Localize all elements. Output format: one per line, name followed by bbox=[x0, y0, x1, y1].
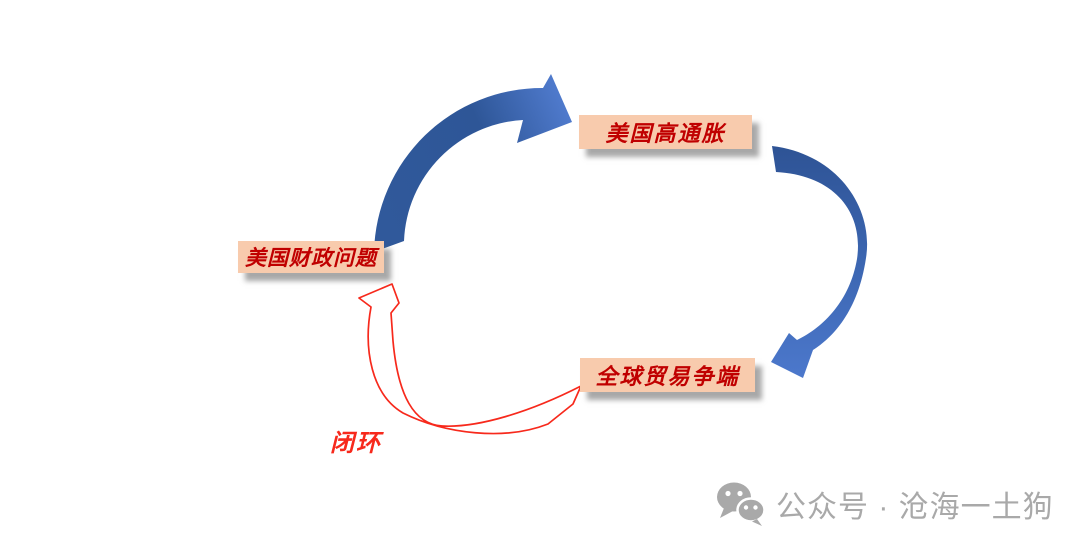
node-us-high-inflation: 美国高通胀 bbox=[579, 115, 752, 149]
node-us-fiscal-problem: 美国财政问题 bbox=[238, 241, 384, 273]
watermark: 公众号 · 沧海一土狗 bbox=[714, 480, 1054, 528]
wechat-icon bbox=[717, 482, 766, 526]
watermark-text: 公众号 · 沧海一土狗 bbox=[776, 491, 1054, 524]
node-global-trade-dispute-label: 全球贸易争端 bbox=[595, 364, 740, 390]
arrow-trade-to-fiscal bbox=[358, 283, 582, 435]
node-global-trade-dispute: 全球贸易争端 bbox=[580, 358, 755, 392]
node-us-high-inflation-label: 美国高通胀 bbox=[605, 121, 726, 147]
arrow-fiscal-to-inflation bbox=[374, 74, 572, 252]
loop-annotation: 闭环 bbox=[330, 428, 382, 457]
node-us-fiscal-problem-label: 美国财政问题 bbox=[245, 245, 377, 270]
arrow-inflation-to-trade bbox=[771, 146, 868, 378]
